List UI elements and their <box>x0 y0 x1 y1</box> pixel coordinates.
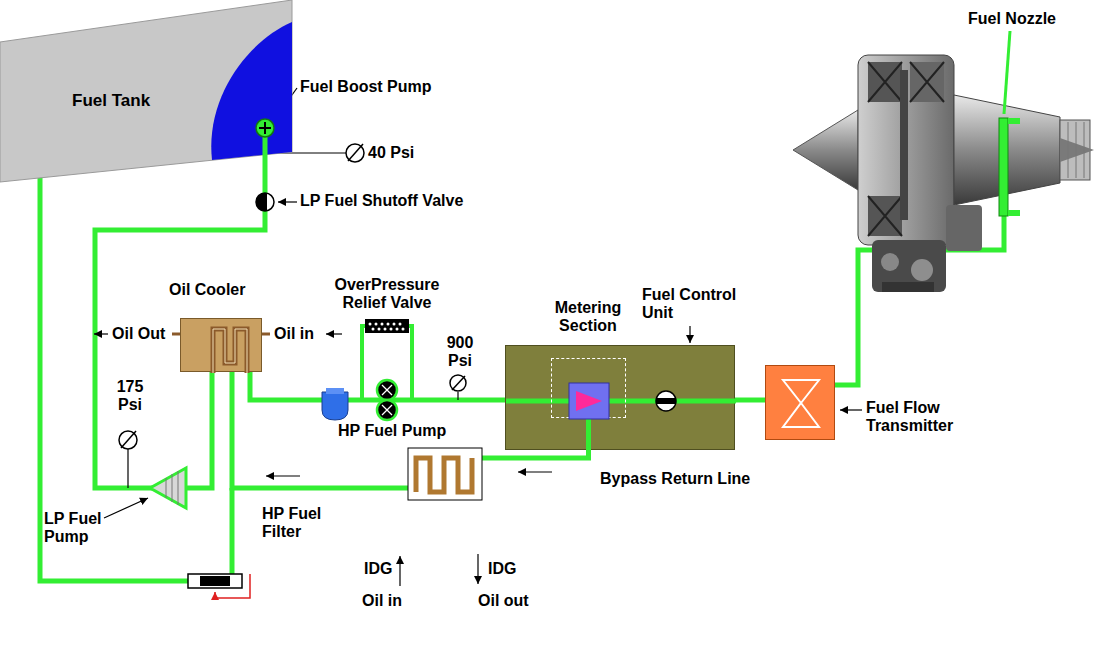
return-line <box>40 176 232 581</box>
node-label: Metering Section <box>540 299 636 335</box>
oil-cooler: Oil Cooler <box>180 318 262 372</box>
part-label: 40 Psi <box>368 144 414 162</box>
turbofan-engine <box>793 55 1094 292</box>
node-outline <box>552 359 627 419</box>
cooler-coil <box>213 329 247 373</box>
fuel-line <box>735 398 765 403</box>
metering-valve <box>576 391 602 411</box>
part-label: 900 Psi <box>440 334 480 370</box>
node-label: Fuel Flow Transmitter <box>866 399 996 435</box>
node-label: Oil Cooler <box>169 281 245 299</box>
node-outline <box>181 319 263 373</box>
fcu-fuel-path <box>506 401 736 451</box>
leader-line <box>278 201 297 202</box>
tank-shape <box>0 0 292 182</box>
fuel-line <box>263 136 268 185</box>
metering-section: Metering Section <box>551 358 626 418</box>
part-label: Oil out <box>478 592 529 610</box>
part-label: Oil in <box>362 592 402 610</box>
idg-oil-cooler <box>408 448 482 500</box>
part-label: Bypass Return Line <box>600 470 750 488</box>
leader-line <box>840 409 862 410</box>
leader-line <box>104 498 148 518</box>
node-label: Fuel Tank <box>72 92 150 110</box>
leader-line <box>1004 31 1010 114</box>
fuel-line <box>250 372 505 400</box>
part-label: Fuel Nozzle <box>968 10 1056 28</box>
fuel-control-unit: Metering SectionFuel Control Unit <box>505 345 735 450</box>
cooler-coil <box>213 329 247 373</box>
pressure-gauge <box>450 375 466 400</box>
part-label: IDG <box>488 560 516 578</box>
part-label: OverPressure Relief Valve <box>322 276 452 312</box>
node-outline <box>766 366 836 441</box>
return-valve <box>188 574 250 598</box>
fuel-tank: Fuel Tank <box>0 0 292 185</box>
relief-valve <box>365 319 409 333</box>
fuel-boost-pump <box>256 119 274 137</box>
part-label: IDG <box>364 560 392 578</box>
flow-rotor <box>783 380 819 427</box>
fcu-shutoff-valve <box>656 391 676 411</box>
leader-line <box>689 326 690 343</box>
pressure-gauge <box>119 431 137 488</box>
part-label: HP Fuel Filter <box>262 505 342 541</box>
shutoff-valve <box>256 193 274 211</box>
flow-arrow <box>266 472 552 586</box>
hp-fuel-pump <box>377 380 397 420</box>
part-label: 175 Psi <box>110 378 150 414</box>
part-label: LP Fuel Pump <box>44 510 120 546</box>
fuel-level <box>211 22 292 160</box>
flow-transmitter: Fuel Flow Transmitter <box>765 365 835 440</box>
part-label: Oil Out <box>112 325 165 343</box>
node-outline <box>506 346 736 451</box>
metering-valve <box>569 383 609 419</box>
part-label: Oil in <box>274 325 314 343</box>
fuel-nozzle <box>999 118 1020 216</box>
part-label: LP Fuel Shutoff Valve <box>300 192 463 210</box>
lp-fuel-pump <box>150 468 186 508</box>
hp-fuel-filter <box>322 388 348 420</box>
fuel-line <box>95 185 265 488</box>
node-label: Fuel Control Unit <box>642 286 746 322</box>
part-label: HP Fuel Pump <box>338 422 446 440</box>
part-label: Fuel Boost Pump <box>300 78 432 96</box>
relief-bypass-line <box>362 326 412 400</box>
